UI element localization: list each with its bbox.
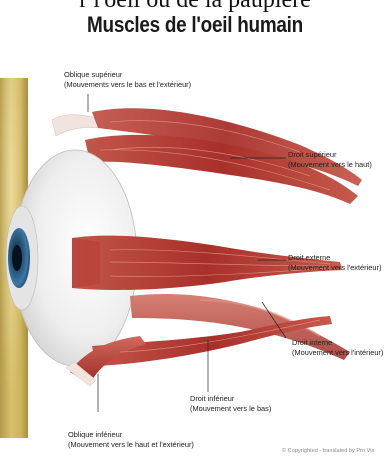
label-droit-superieur-desc: (Mouvement vers le haut) — [288, 160, 372, 170]
label-oblique-superieur-desc: (Mouvements vers le bas et l'extérieur) — [64, 80, 191, 90]
pupil — [12, 245, 22, 271]
label-droit-externe-name: Droit externe — [288, 253, 381, 263]
label-droit-inferieur: Droit inférieur (Mouvement vers le bas) — [190, 394, 271, 414]
oblique-superieur-tendon — [52, 115, 100, 136]
label-droit-interne-name: Droit interne — [292, 338, 383, 348]
label-droit-inferieur-desc: (Mouvement vers le bas) — [190, 404, 271, 414]
label-oblique-inferieur: Oblique inférieur (Mouvement vers le hau… — [68, 430, 194, 450]
label-droit-externe: Droit externe (Mouvement vers l'extérieu… — [288, 253, 381, 273]
label-oblique-inferieur-name: Oblique inférieur — [68, 430, 194, 440]
label-droit-interne-desc: (Mouvement vers l'intérieur) — [292, 348, 383, 358]
label-droit-inferieur-name: Droit inférieur — [190, 394, 271, 404]
label-droit-interne: Droit interne (Mouvement vers l'intérieu… — [292, 338, 383, 358]
copyright-notice: © Copyrighted - translated by Pro Vis — [282, 448, 374, 454]
label-droit-externe-desc: (Mouvement vers l'extérieur) — [288, 263, 381, 273]
label-oblique-superieur: Oblique supérieur (Mouvements vers le ba… — [64, 70, 191, 90]
label-oblique-inferieur-desc: (Mouvement vers le haut et l'extérieur) — [68, 440, 194, 450]
label-droit-superieur-name: Droit supérieur — [288, 150, 372, 160]
label-droit-superieur: Droit supérieur (Mouvement vers le haut) — [288, 150, 372, 170]
label-oblique-superieur-name: Oblique supérieur — [64, 70, 191, 80]
